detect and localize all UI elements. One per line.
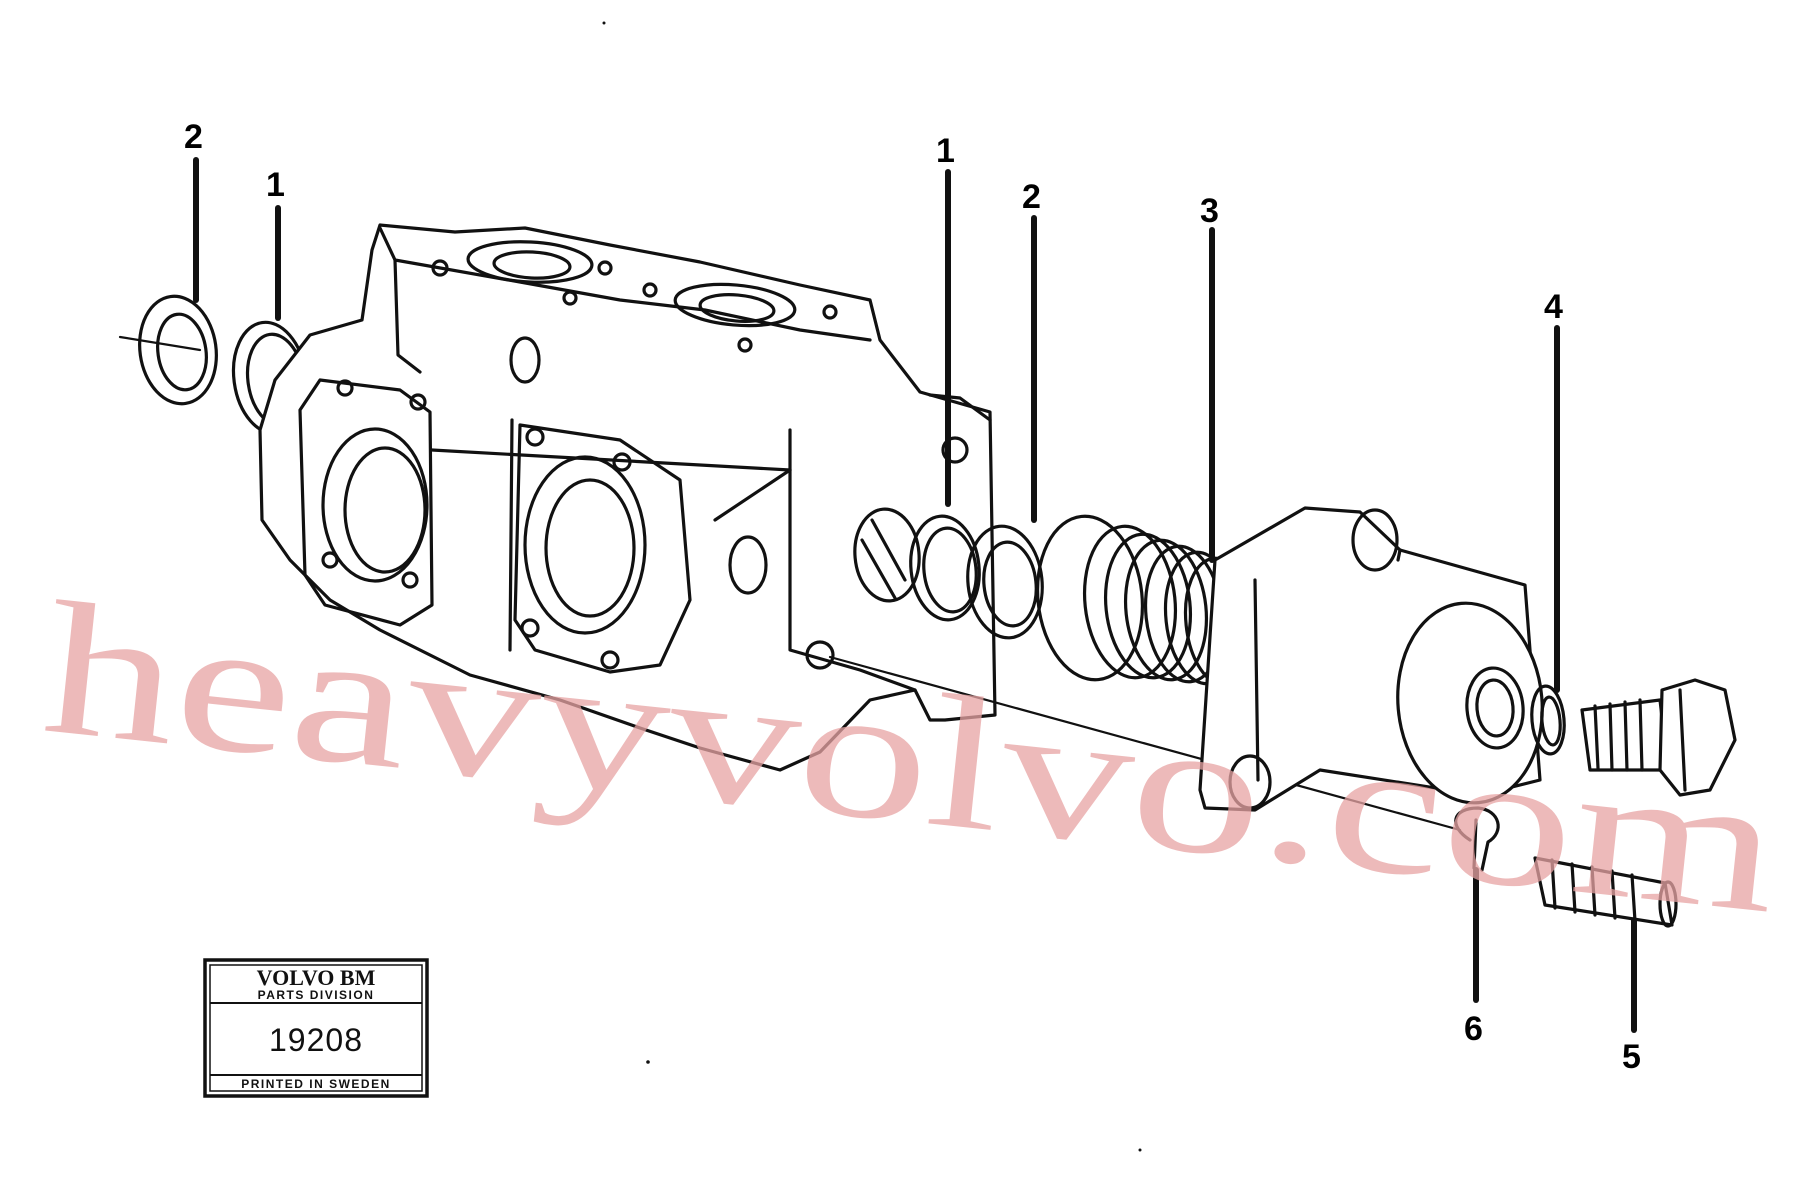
callout-mid-1: 1 [936,132,955,170]
end-cover [1198,506,1544,812]
callout-mid-3: 3 [1200,192,1219,230]
left-washer [118,294,218,406]
callout-mid-2: 2 [1022,178,1041,216]
callout-left-1: 1 [266,166,285,204]
callout-left-2: 2 [184,118,203,156]
scan-speck [1138,1148,1142,1152]
cotter-pin [1454,806,1500,872]
callout-right-4: 4 [1544,288,1563,326]
spring [1035,514,1257,688]
assembly-axis-line [828,655,1462,832]
scan-speck [646,1060,650,1064]
volvo-parts-stamp: VOLVO BM PARTS DIVISION 19208 PRINTED IN… [203,958,429,1098]
callout-bottom-6: 6 [1464,1010,1483,1048]
middle-o-ring [909,514,981,622]
sealing-ring [1530,684,1566,756]
callout-bottom-5: 5 [1622,1038,1641,1076]
leader-lines [193,157,1637,1033]
scan-speck [602,21,606,25]
threaded-stud [1533,856,1678,928]
valve-housing [258,223,997,772]
stamp-printed: PRINTED IN SWEDEN [241,1077,391,1091]
middle-washer [966,524,1044,640]
stamp-number: 19208 [269,1022,363,1058]
stamp-division: PARTS DIVISION [258,988,375,1002]
stamp-brand: VOLVO BM [257,965,376,990]
plug-screw [1580,678,1737,797]
valve-plug [853,507,921,603]
